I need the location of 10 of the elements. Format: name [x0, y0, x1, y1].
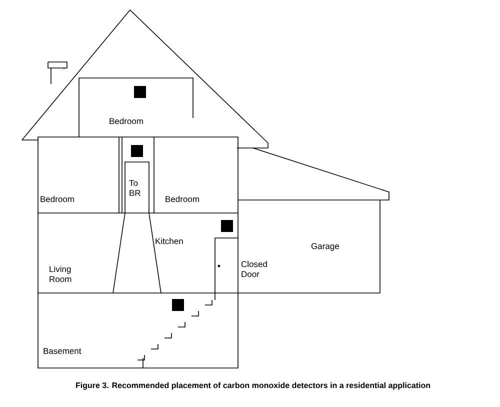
room-label: Bedroom	[40, 196, 74, 202]
room-label: Basement	[44, 348, 82, 354]
room-label: Garage	[311, 243, 339, 251]
room-label: Closed Door	[241, 260, 267, 278]
room-label: Kitchen	[156, 238, 183, 244]
room-label: Living Room	[50, 266, 72, 282]
caption: Figure 3. Recommended placement of carbon monoxide detectors in a residential application	[76, 382, 430, 390]
room-label: To BR	[129, 180, 140, 196]
room-label: Bedroom	[110, 118, 143, 124]
room-label: Bedroom	[166, 196, 199, 202]
